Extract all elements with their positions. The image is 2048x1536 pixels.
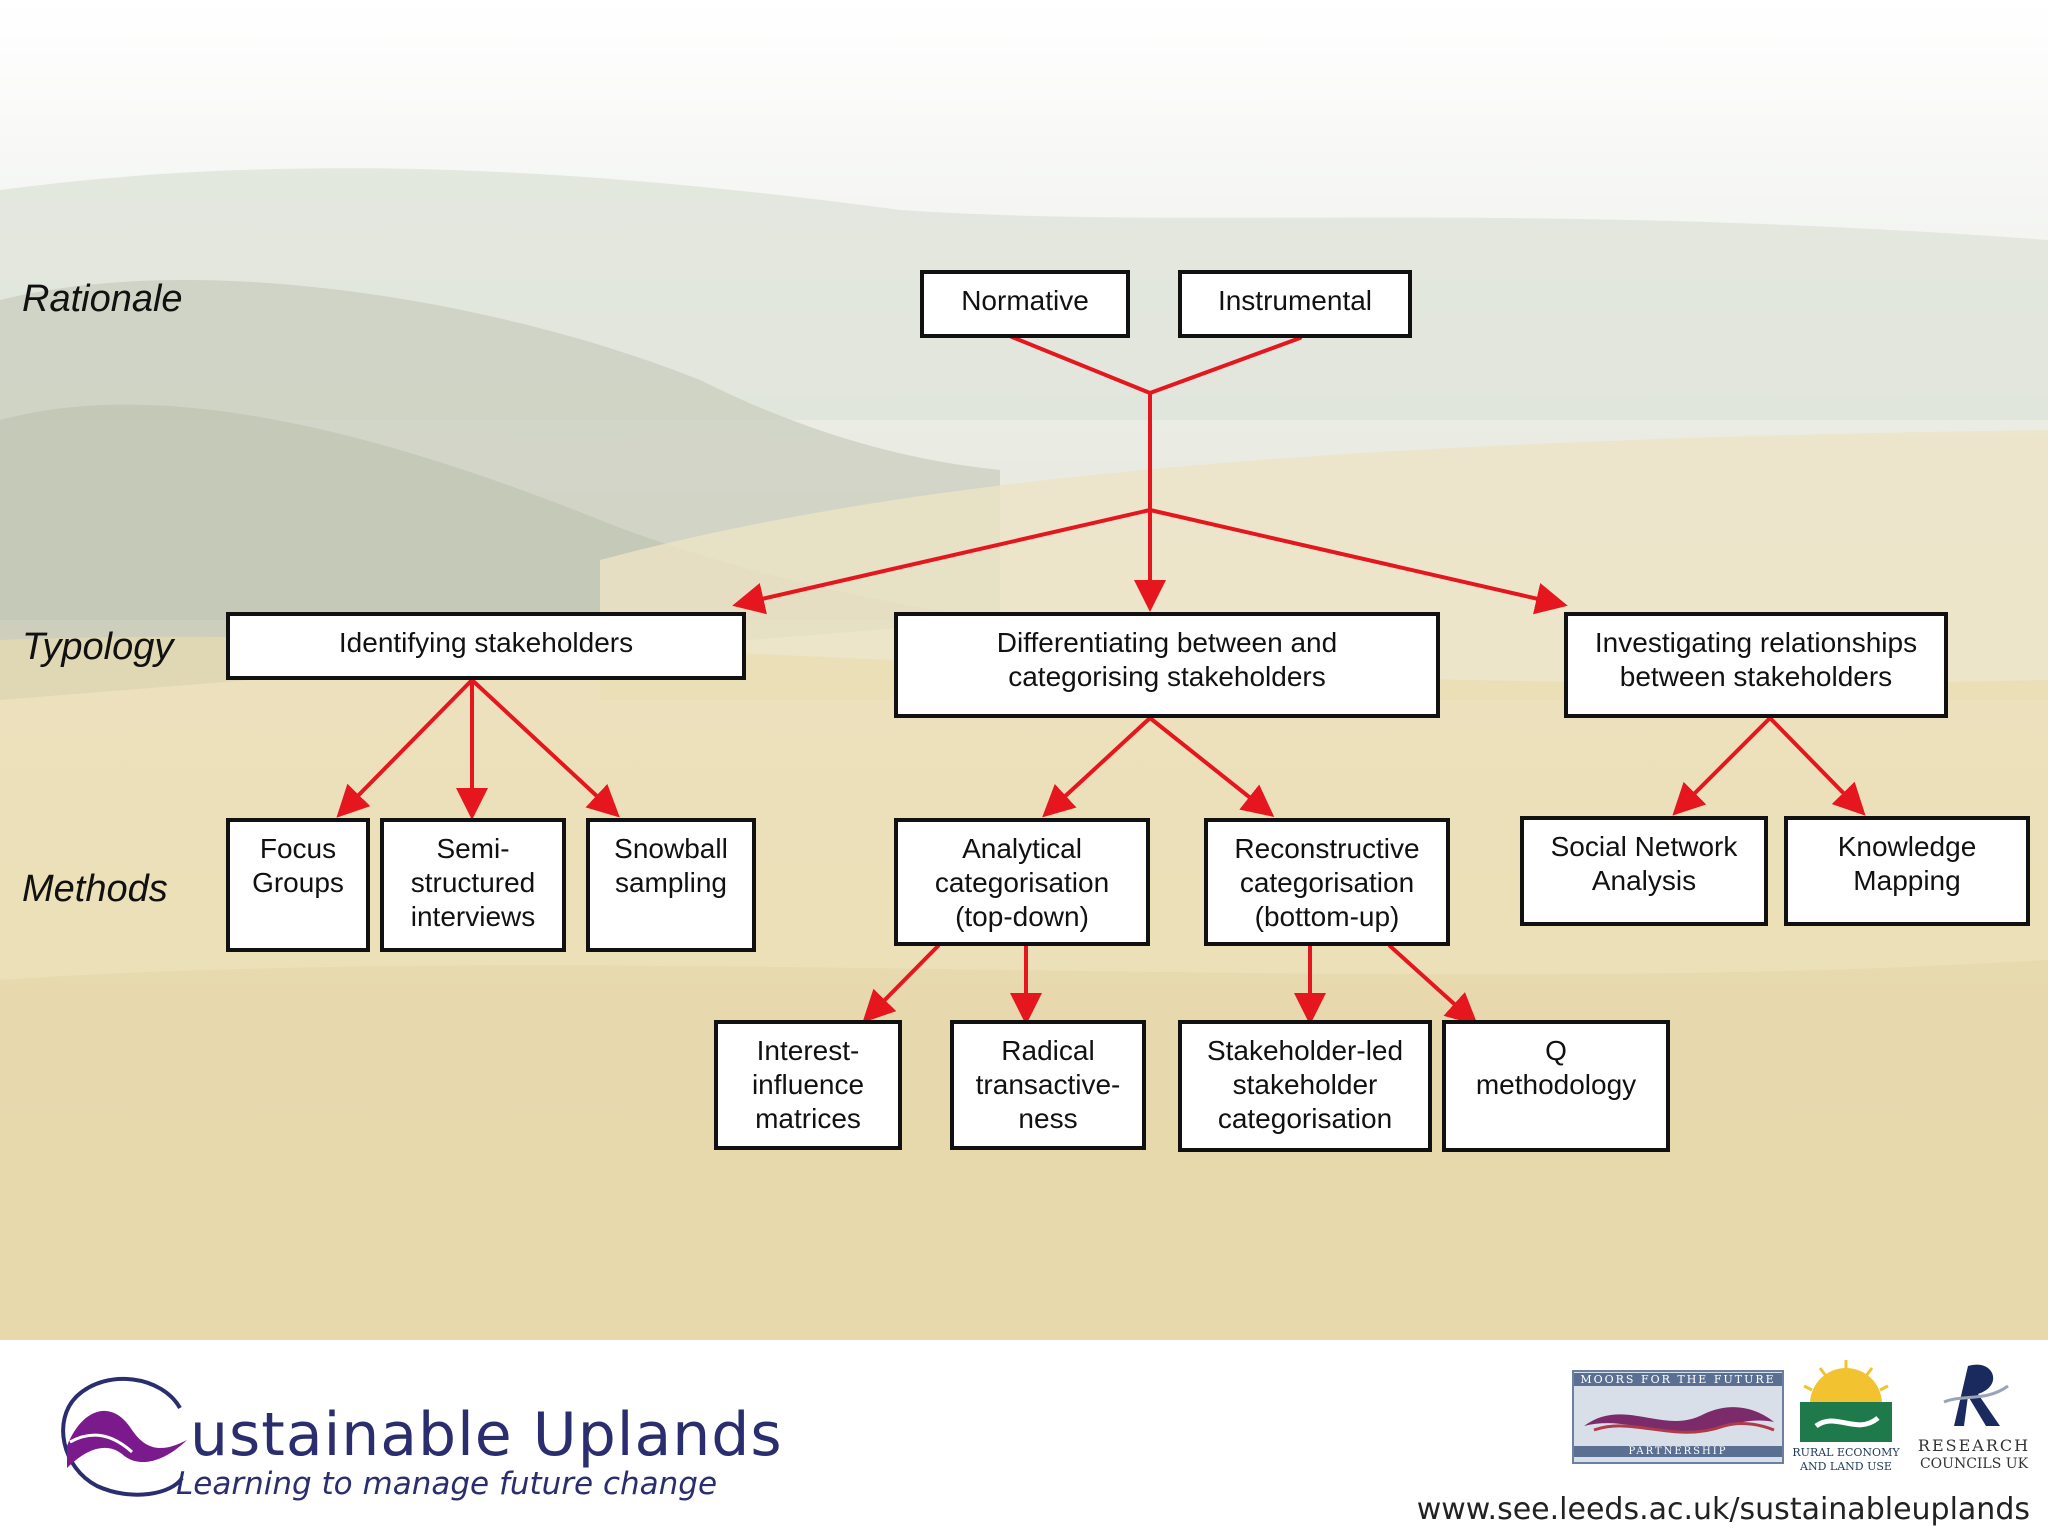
rcuk-line2: COUNCILS UK xyxy=(1919,1456,2029,1472)
stakeholder-led-categorisation-box: Stakeholder-led stakeholder categorisati… xyxy=(1178,1020,1432,1152)
identifying-stakeholders-box: Identifying stakeholders xyxy=(226,612,746,680)
rcuk-line1: RESEARCH xyxy=(1917,1436,2031,1455)
q-methodology-box: Q methodology xyxy=(1442,1020,1670,1152)
interest-influence-matrices-box: Interest- influence matrices xyxy=(714,1020,902,1150)
moors-bottom-text: PARTNERSHIP xyxy=(1574,1446,1782,1457)
moors-top-text: MOORS FOR THE FUTURE xyxy=(1574,1373,1782,1386)
brand-title: ustainable Uplands xyxy=(190,1400,783,1470)
website-url: www.see.leeds.ac.uk/sustainableuplands xyxy=(1416,1492,2030,1527)
moors-for-the-future-logo: MOORS FOR THE FUTURE PARTNERSHIP xyxy=(1572,1370,1784,1464)
relu-logo: RURAL ECONOMY AND LAND USE xyxy=(1792,1356,1900,1476)
methods-label: Methods xyxy=(22,868,168,910)
instrumental-box: Instrumental xyxy=(1178,270,1412,338)
relu-line1: RURAL ECONOMY xyxy=(1792,1446,1900,1459)
radical-transactiveness-box: Radical transactive- ness xyxy=(950,1020,1146,1150)
knowledge-mapping-box: Knowledge Mapping xyxy=(1784,816,2030,926)
brand-subtitle: Learning to manage future change xyxy=(176,1466,718,1502)
research-councils-uk-logo: RESEARCH COUNCILS UK xyxy=(1912,1356,2036,1476)
typology-label: Typology xyxy=(22,626,174,668)
snowball-sampling-box: Snowball sampling xyxy=(586,818,756,952)
relu-sun-icon xyxy=(1800,1360,1892,1442)
sustainable-uplands-logo-icon xyxy=(61,1376,187,1497)
moors-wave-icon xyxy=(1584,1407,1775,1434)
semi-structured-interviews-box: Semi- structured interviews xyxy=(380,818,566,952)
rcuk-mark-icon xyxy=(1943,1364,2009,1426)
focus-groups-box: Focus Groups xyxy=(226,818,370,952)
reconstructive-categorisation-box: Reconstructive categorisation (bottom-up… xyxy=(1204,818,1450,946)
social-network-analysis-box: Social Network Analysis xyxy=(1520,816,1768,926)
relu-line2: AND LAND USE xyxy=(1800,1460,1892,1473)
normative-box: Normative xyxy=(920,270,1130,338)
differentiating-stakeholders-box: Differentiating between and categorising… xyxy=(894,612,1440,718)
rationale-label: Rationale xyxy=(22,278,183,320)
investigating-relationships-box: Investigating relationships between stak… xyxy=(1564,612,1948,718)
analytical-categorisation-box: Analytical categorisation (top-down) xyxy=(894,818,1150,946)
